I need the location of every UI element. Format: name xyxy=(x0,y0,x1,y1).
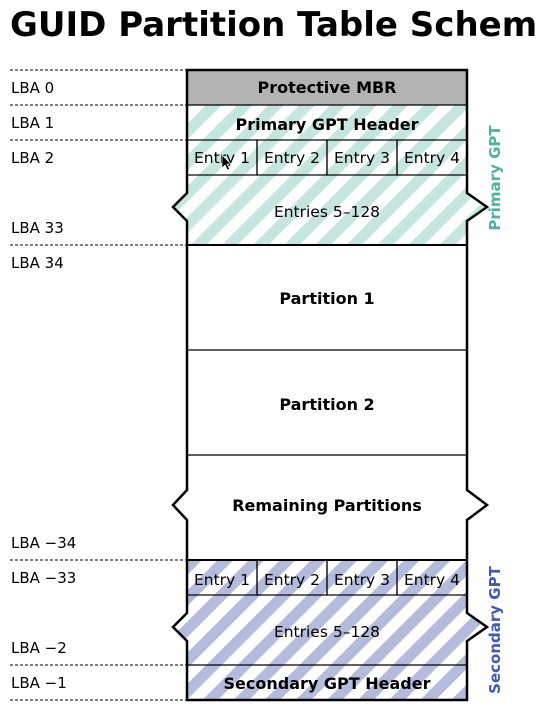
secondary-gpt-side-label: Secondary GPT xyxy=(486,565,504,693)
lba-guide-lines xyxy=(10,69,187,701)
cursor-icon xyxy=(221,154,232,171)
lba-label-2: LBA 2 xyxy=(11,149,54,167)
partition-1-label: Partition 1 xyxy=(279,289,374,308)
lba-label-0: LBA 0 xyxy=(11,79,54,97)
remaining-partitions-label: Remaining Partitions xyxy=(232,496,422,515)
lba-label-minus-2: LBA −2 xyxy=(11,639,67,657)
lba-label-minus-1: LBA −1 xyxy=(11,674,67,692)
primary-entry-3: Entry 3 xyxy=(334,149,390,167)
protective-mbr-label: Protective MBR xyxy=(257,78,396,97)
partition-2-label: Partition 2 xyxy=(279,395,374,414)
primary-gpt-side-label: Primary GPT xyxy=(486,125,504,231)
secondary-entry-2: Entry 2 xyxy=(264,571,320,589)
lba-label-minus-33: LBA −33 xyxy=(11,569,76,587)
lba-label-33: LBA 33 xyxy=(11,219,64,237)
lba-label-1: LBA 1 xyxy=(11,114,54,132)
secondary-entries-rest-label: Entries 5–128 xyxy=(274,623,380,641)
secondary-entry-1: Entry 1 xyxy=(194,571,250,589)
diagram-title: GUID Partition Table Scheme xyxy=(10,5,538,45)
disk-outline xyxy=(171,68,490,702)
primary-gpt-header-label: Primary GPT Header xyxy=(235,115,418,134)
protective-mbr-block xyxy=(187,70,467,105)
lba-label-34: LBA 34 xyxy=(11,254,64,272)
section-dividers xyxy=(187,104,467,561)
secondary-entry-4: Entry 4 xyxy=(404,571,460,589)
primary-entry-2: Entry 2 xyxy=(264,149,320,167)
primary-entry-4: Entry 4 xyxy=(404,149,460,167)
secondary-entry-3: Entry 3 xyxy=(334,571,390,589)
primary-entries-rest-label: Entries 5–128 xyxy=(274,203,380,221)
partition-1-block xyxy=(187,245,467,350)
secondary-gpt-header-label: Secondary GPT Header xyxy=(224,674,431,693)
lba-label-minus-34: LBA −34 xyxy=(11,534,76,552)
